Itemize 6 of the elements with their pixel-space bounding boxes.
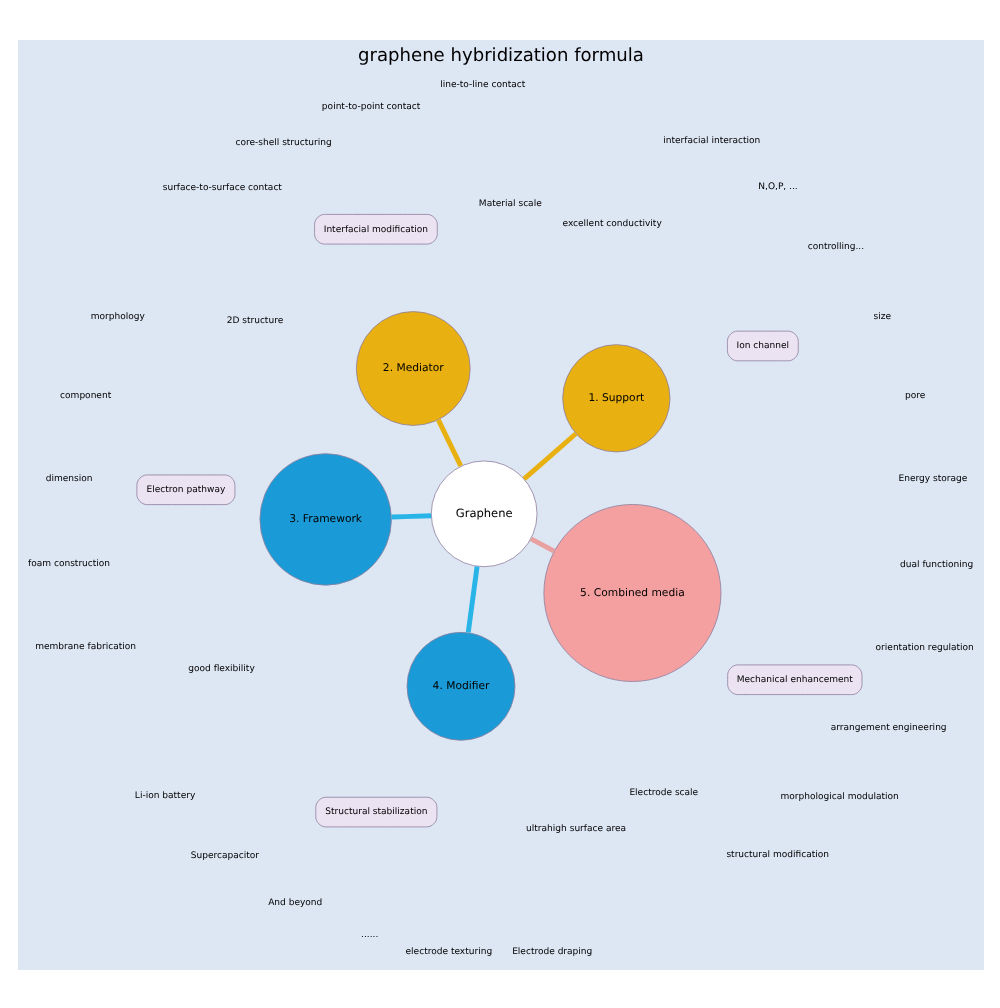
- connector: [435, 417, 462, 466]
- connector: [521, 430, 577, 480]
- connector: [390, 512, 431, 519]
- connector: [528, 535, 555, 553]
- connector: [464, 565, 479, 632]
- diagram-title: graphene hybridization formula: [357, 46, 643, 67]
